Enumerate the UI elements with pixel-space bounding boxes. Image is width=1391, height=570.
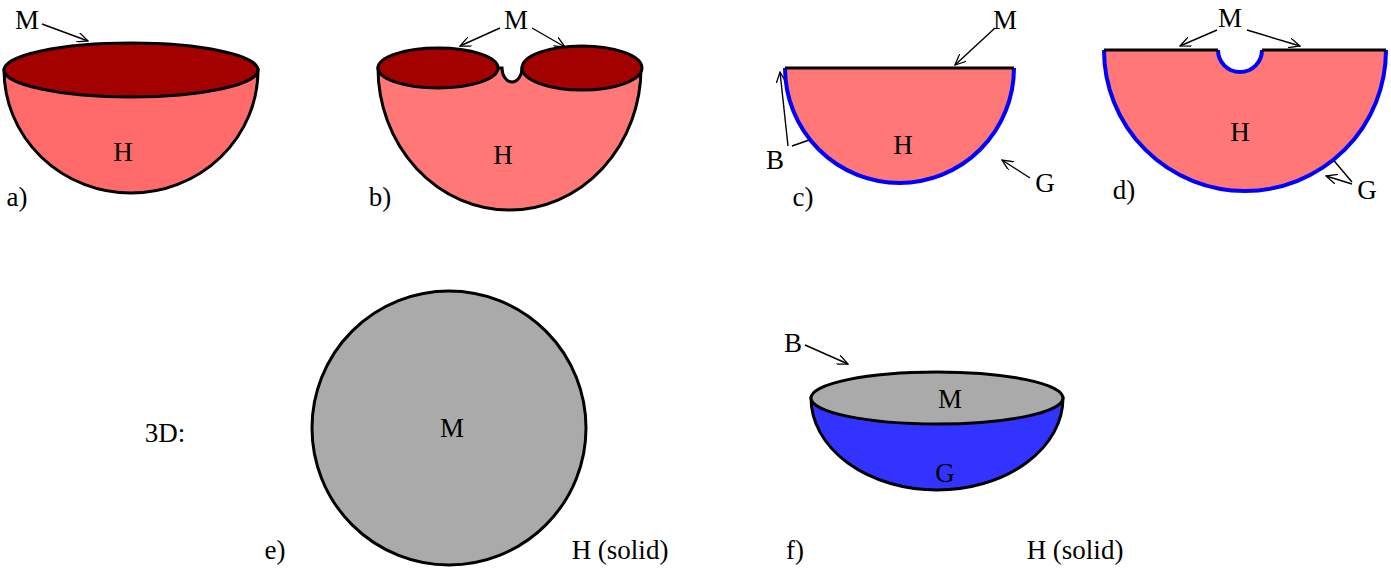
bowl-shape-outline bbox=[374, 42, 645, 214]
bowl-shape: H bbox=[374, 42, 645, 214]
bowl-shape: H bbox=[0, 38, 262, 198]
solid-ball: M bbox=[310, 289, 588, 567]
region-label: H bbox=[493, 142, 513, 169]
panel-letter: d) bbox=[1113, 177, 1136, 204]
region-label: H bbox=[113, 139, 133, 166]
part-label: G bbox=[1357, 177, 1377, 204]
part-label: M bbox=[504, 7, 528, 34]
region-label: G bbox=[935, 460, 955, 487]
panel-letter: e) bbox=[265, 537, 286, 564]
half-disk: H bbox=[780, 64, 1018, 188]
part-label: M bbox=[1218, 5, 1242, 32]
panel-letter: a) bbox=[7, 184, 28, 211]
flat-top-ellipse-outline bbox=[809, 370, 1065, 426]
flat-top-ellipse: M bbox=[809, 370, 1065, 426]
panel-letter: b) bbox=[369, 184, 392, 211]
part-label: B bbox=[766, 147, 784, 174]
panel-letter: f) bbox=[786, 537, 804, 564]
region-label: M bbox=[440, 415, 464, 442]
region-label: M bbox=[938, 386, 962, 413]
part-label: H (solid) bbox=[1027, 537, 1124, 564]
part-label: B bbox=[784, 330, 802, 357]
part-label: M bbox=[993, 7, 1017, 34]
section-heading: 3D: bbox=[145, 420, 186, 447]
bowl-shape-outline bbox=[0, 38, 262, 198]
half-disk-outline bbox=[780, 64, 1018, 188]
part-label: H (solid) bbox=[572, 537, 669, 564]
region-label: H bbox=[893, 132, 913, 159]
panel-letter: c) bbox=[793, 184, 814, 211]
part-label: G bbox=[1035, 170, 1055, 197]
part-label: M bbox=[15, 7, 39, 34]
half-annulus: H bbox=[1100, 46, 1390, 196]
region-label: H bbox=[1230, 119, 1250, 146]
